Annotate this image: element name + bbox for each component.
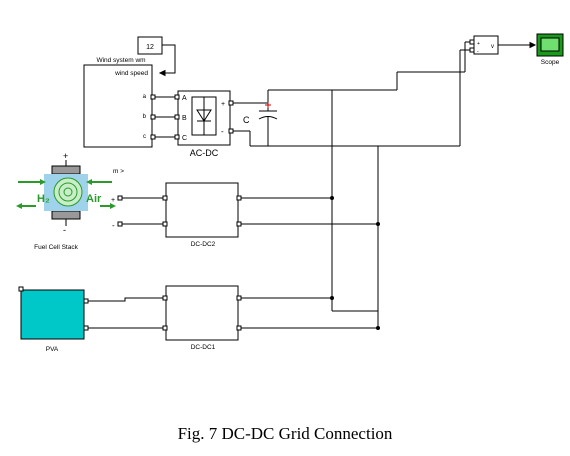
- h2-label: H₂: [37, 193, 50, 205]
- constant-block[interactable]: 12: [137, 36, 163, 55]
- wind-speed-port-label: wind speed: [114, 70, 148, 77]
- scope-screen-icon: [540, 37, 560, 52]
- wind-port-c: c: [143, 134, 146, 140]
- wire-fuelcell-to-dcdc2: [122, 197, 163, 225]
- fuelcell-port-minus: -: [112, 221, 115, 230]
- simulink-diagram: 12 Wind system wm wind speed a b c: [16, 33, 564, 353]
- wind-system-title: Wind system wm: [96, 57, 145, 64]
- pva-label: PVA: [46, 346, 59, 353]
- pva-block[interactable]: PVA: [18, 286, 89, 353]
- fuelcell-port-plus: +: [111, 197, 115, 204]
- acdc-port-a: A: [182, 95, 187, 102]
- wire-dcdc1-to-bus: [241, 296, 380, 330]
- scope-block[interactable]: Scope: [536, 33, 564, 66]
- acdc-block[interactable]: A B C + - AC-DC: [174, 90, 234, 158]
- wire-pva-to-dcdc1: [88, 297, 163, 329]
- pva-body: [20, 289, 85, 340]
- voltmeter-minus: -: [477, 49, 479, 55]
- voltmeter-out: v: [491, 44, 494, 50]
- dcdc2-label: DC-DC2: [191, 241, 216, 248]
- wire-wind-to-acdc: [155, 96, 175, 138]
- voltage-measurement-block[interactable]: + - v: [469, 35, 499, 55]
- acdc-label: AC-DC: [190, 148, 219, 158]
- acdc-plus: +: [221, 101, 225, 108]
- voltmeter-plus: +: [477, 41, 480, 47]
- acdc-minus: -: [221, 127, 224, 136]
- figure-caption: Fig. 7 DC-DC Grid Connection: [177, 424, 393, 443]
- constant-value: 12: [146, 44, 154, 51]
- dc-bus-wires: [250, 41, 470, 330]
- fuel-cell-stack-block[interactable]: + H₂ Air - Fuel Cell Stack m > + -: [16, 151, 124, 251]
- air-label: Air: [86, 193, 102, 205]
- dcdc1-label: DC-DC1: [191, 344, 216, 351]
- acdc-port-c: C: [182, 135, 187, 142]
- scope-label: Scope: [541, 59, 560, 66]
- wire-voltmeter-to-scope: [498, 41, 537, 49]
- fuelcell-minus-label: -: [63, 225, 66, 235]
- capacitor[interactable]: C: [233, 90, 278, 146]
- wire-constant-to-wind: [158, 44, 176, 77]
- wind-system-block[interactable]: Wind system wm wind speed a b c: [83, 57, 156, 148]
- fuelcell-plus-label: +: [63, 151, 68, 161]
- dcdc1-block[interactable]: DC-DC1: [162, 285, 242, 351]
- wind-port-b: b: [143, 114, 147, 120]
- acdc-port-b: B: [182, 115, 187, 122]
- wire-dcdc2-to-bus: [241, 196, 380, 226]
- capacitor-label: C: [243, 115, 250, 125]
- wind-port-a: a: [143, 94, 147, 100]
- fuelcell-label: Fuel Cell Stack: [34, 244, 78, 251]
- diode-symbol-icon: [191, 96, 217, 136]
- dcdc2-block[interactable]: DC-DC2: [162, 182, 242, 248]
- fuelcell-m-output: m >: [113, 168, 124, 175]
